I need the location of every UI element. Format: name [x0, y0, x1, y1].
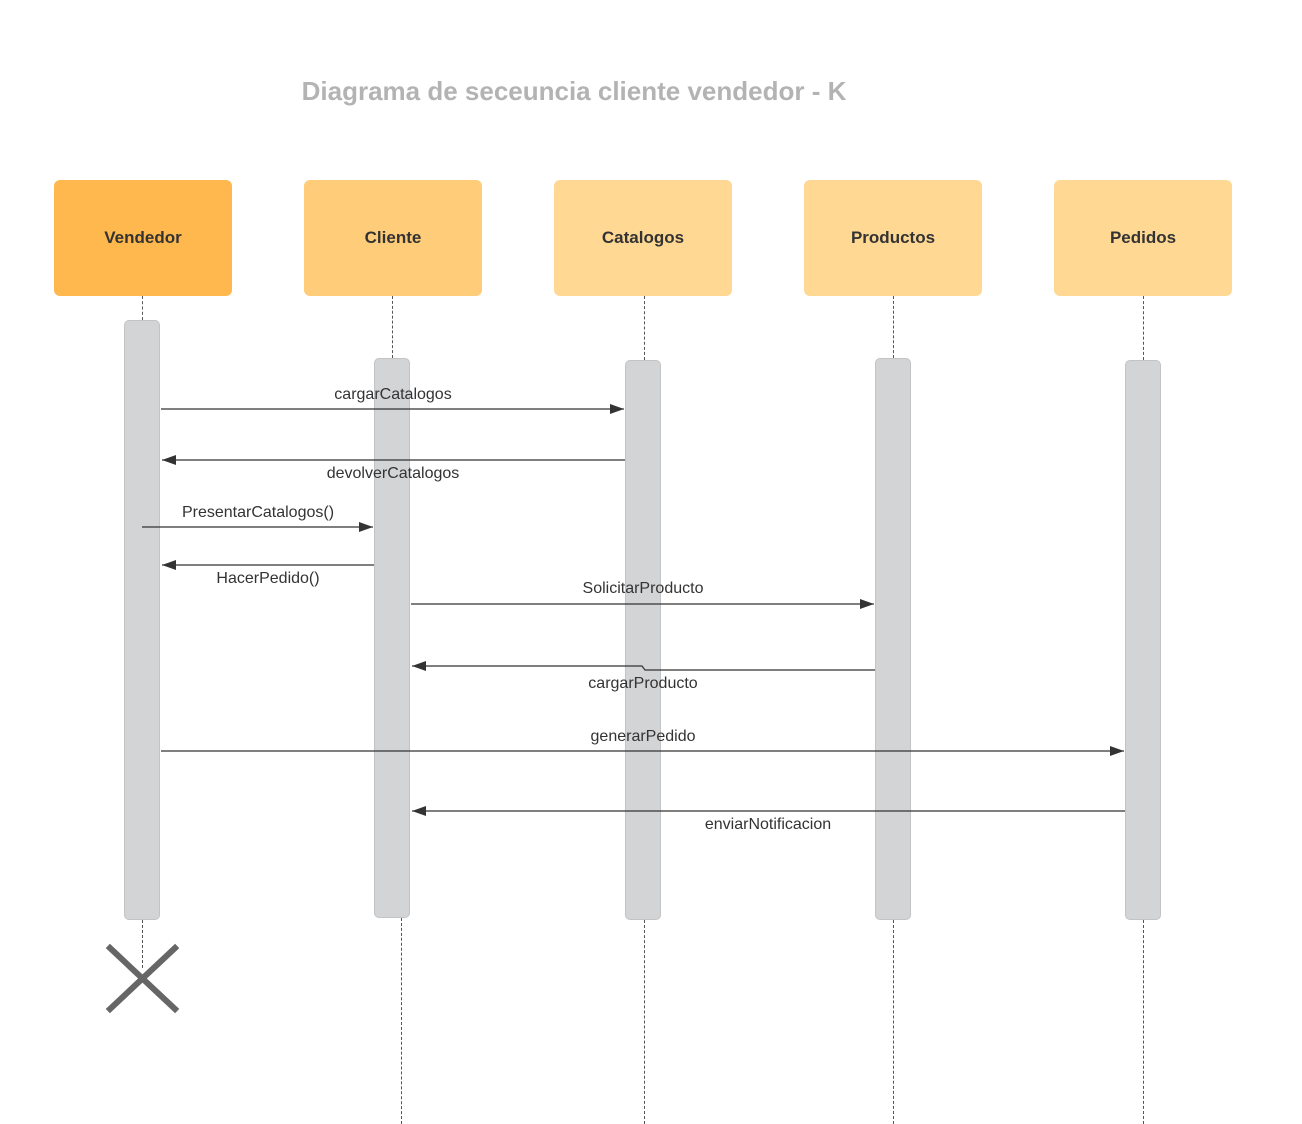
- participant-vendedor: Vendedor: [54, 180, 232, 296]
- message-hacer-pedido: HacerPedido(): [162, 560, 374, 587]
- activation-productos: [875, 358, 911, 920]
- message-cargar-producto: cargarProducto: [412, 661, 875, 692]
- message-label: generarPedido: [591, 728, 696, 745]
- lifeline-cliente: [392, 296, 393, 358]
- message-label: PresentarCatalogos(): [182, 504, 334, 521]
- message-cargar-catalogos: cargarCatalogos: [161, 386, 624, 414]
- message-label: cargarCatalogos: [334, 386, 451, 403]
- participant-label: Cliente: [364, 228, 422, 247]
- activation-vendedor: [124, 320, 160, 920]
- lifeline-catalogos: [644, 296, 645, 360]
- diagram-title: Diagrama de seceuncia cliente vendedor -…: [301, 76, 847, 106]
- participant-label: Pedidos: [1109, 228, 1177, 247]
- message-label: SolicitarProducto: [583, 580, 704, 597]
- lifeline-productos-tail: [893, 920, 894, 1124]
- participant-pedidos: Pedidos: [1054, 180, 1232, 296]
- lifeline-catalogos-tail: [644, 920, 645, 1124]
- x-destroy-icon: [105, 943, 180, 1014]
- activation-catalogos: [625, 360, 661, 920]
- message-label: enviarNotificacion: [705, 816, 831, 833]
- activation-cliente: [374, 358, 410, 918]
- lifeline-pedidos-tail: [1143, 920, 1144, 1124]
- message-generar-pedido: generarPedido: [161, 728, 1124, 756]
- message-presentar-catalogos: PresentarCatalogos(): [142, 504, 373, 532]
- participant-label: Productos: [850, 228, 936, 247]
- lifeline-cliente-tail: [401, 918, 402, 1124]
- participant-label: Catalogos: [601, 228, 685, 247]
- participant-productos: Productos: [804, 180, 982, 296]
- message-solicitar-producto: SolicitarProducto: [411, 580, 874, 609]
- message-label: HacerPedido(): [216, 570, 319, 587]
- lifeline-vendedor: [142, 296, 143, 320]
- message-enviar-notificacion: enviarNotificacion: [412, 806, 1125, 833]
- participant-cliente: Cliente: [304, 180, 482, 296]
- participant-label: Vendedor: [104, 228, 182, 247]
- lifeline-vendedor-tail: [142, 920, 143, 968]
- activation-pedidos: [1125, 360, 1161, 920]
- message-label: cargarProducto: [588, 675, 697, 692]
- message-label: devolverCatalogos: [327, 465, 460, 482]
- participant-catalogos: Catalogos: [554, 180, 732, 296]
- lifeline-productos: [893, 296, 894, 358]
- message-devolver-catalogos: devolverCatalogos: [162, 455, 625, 482]
- message-arrow: [412, 661, 875, 671]
- lifeline-pedidos: [1143, 296, 1144, 360]
